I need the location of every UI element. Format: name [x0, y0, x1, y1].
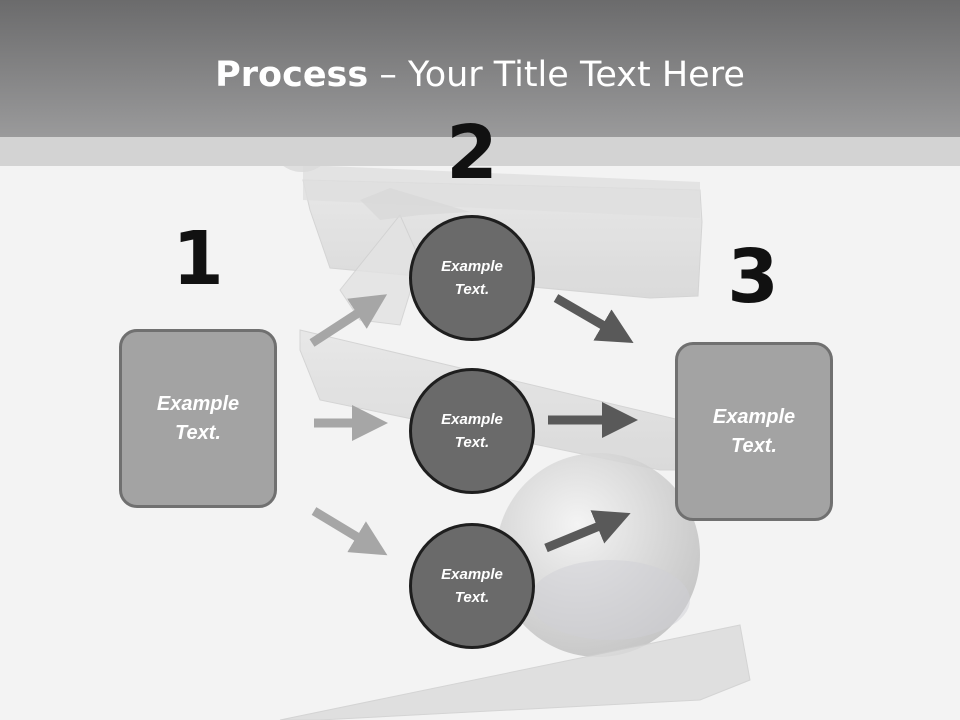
circle-bottom-text: Example Text.	[441, 566, 503, 606]
circle-bottom: Example Text.	[409, 523, 535, 649]
right-box-text: Example Text.	[712, 405, 796, 457]
circle-top-text: Example Text.	[441, 258, 503, 298]
circle-top: Example Text.	[409, 215, 535, 341]
step-number-3: 3	[727, 234, 779, 320]
right-text-box: Example Text.	[675, 342, 833, 521]
arrow-bottom-to-right	[544, 510, 631, 553]
slide-title: Process – Your Title Text Here	[0, 52, 960, 98]
arrow-top-to-right	[553, 294, 634, 344]
arrow-left-to-bottom	[311, 507, 388, 556]
left-text-box: Example Text.	[119, 329, 277, 508]
title-bold: Process	[215, 55, 369, 95]
header-band	[0, 0, 960, 137]
title-rest: – Your Title Text Here	[368, 55, 745, 95]
step-number-2: 2	[446, 110, 498, 196]
header-strip	[0, 137, 960, 166]
arrow-left-to-top	[309, 294, 388, 347]
circle-middle-text: Example Text.	[441, 411, 503, 451]
step-number-1: 1	[172, 216, 224, 302]
left-box-text: Example Text.	[156, 392, 240, 444]
circle-middle: Example Text.	[409, 368, 535, 494]
